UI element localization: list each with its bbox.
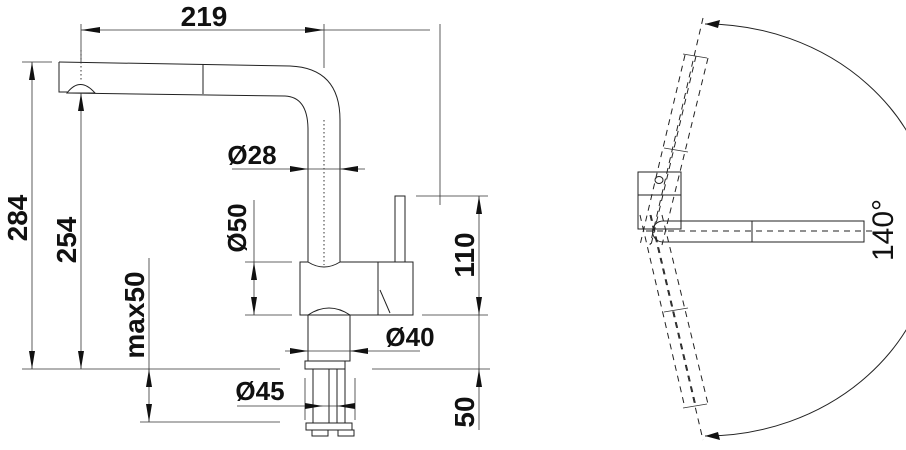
top-body xyxy=(637,171,682,230)
label-diam-28: Ø28 xyxy=(227,140,276,170)
label-max50: max50 xyxy=(119,271,150,358)
dimension-284: 284 xyxy=(2,61,52,369)
ghost-spout-lower xyxy=(639,214,709,441)
label-110: 110 xyxy=(449,232,480,277)
dimension-diam-50: Ø50 xyxy=(222,200,292,316)
top-spout xyxy=(646,220,872,243)
spout xyxy=(58,50,341,265)
faucet-body xyxy=(299,195,414,316)
dimension-diam-40: Ø40 xyxy=(285,322,435,354)
label-219: 219 xyxy=(181,1,228,32)
label-254: 254 xyxy=(51,216,82,263)
top-view: 140° xyxy=(637,17,906,441)
dimension-254: 254 xyxy=(51,93,84,369)
dimension-max50: max50 xyxy=(119,258,152,422)
dimension-diam-45: Ø45 xyxy=(235,376,355,409)
faucet-base xyxy=(304,307,356,437)
label-284: 284 xyxy=(2,194,33,241)
dimension-50: 50 xyxy=(449,369,482,428)
dimension-diam-28: Ø28 xyxy=(227,140,365,172)
ghost-spout-upper xyxy=(639,17,709,246)
swivel-arc xyxy=(704,23,906,437)
side-view: 219 Ø28 xyxy=(2,1,490,437)
label-diam-45: Ø45 xyxy=(235,376,284,406)
label-diam-50: Ø50 xyxy=(222,203,252,252)
label-140-deg: 140° xyxy=(867,199,900,261)
label-50: 50 xyxy=(449,396,480,427)
label-diam-40: Ø40 xyxy=(385,322,434,352)
dimension-219: 219 xyxy=(80,1,430,68)
dimension-110: 110 xyxy=(416,195,488,430)
